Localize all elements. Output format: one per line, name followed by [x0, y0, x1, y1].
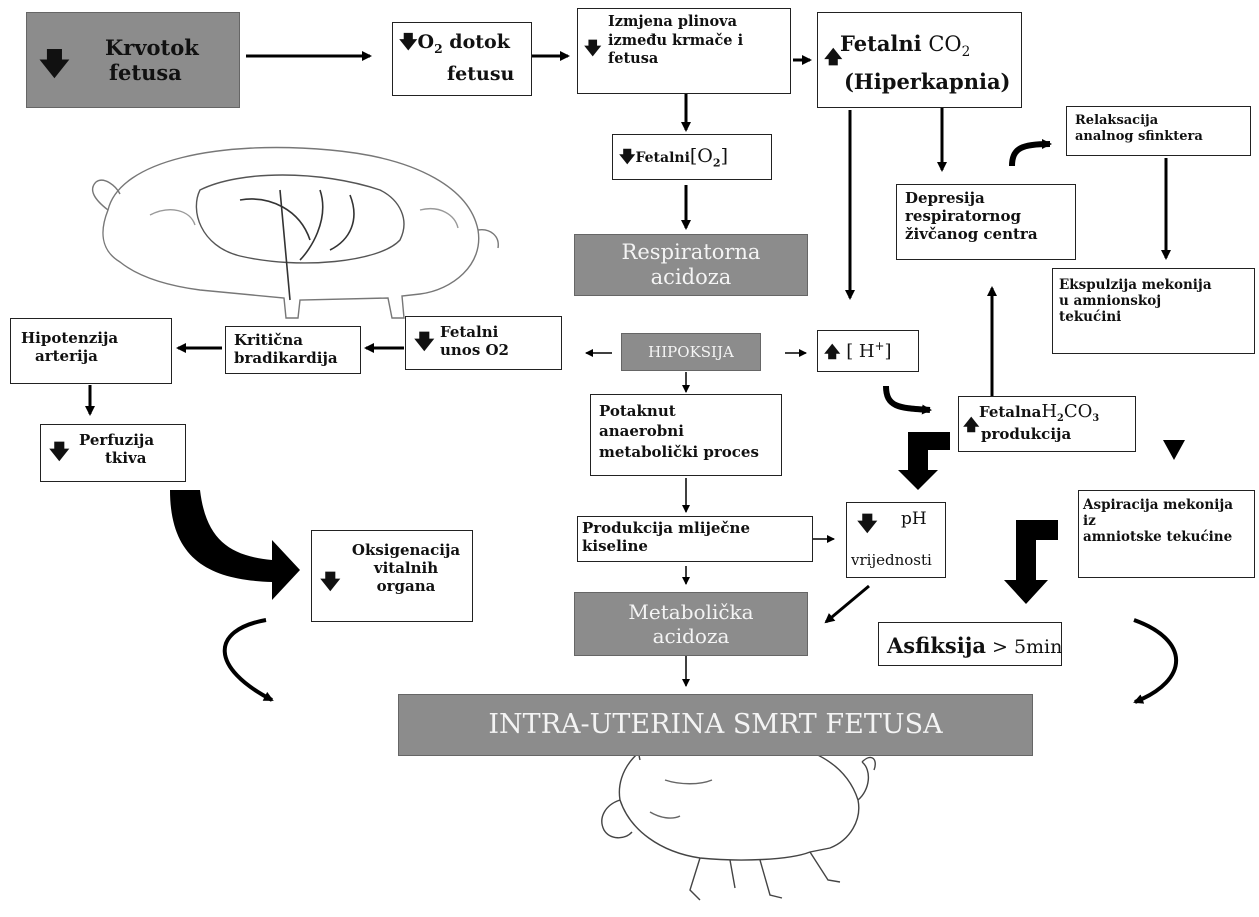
- node-hipotenzija: Hipotenzija arterija: [10, 318, 172, 384]
- down-arrow-icon: 🡇: [39, 47, 70, 82]
- node-intra-uterina-smrt: INTRA-UTERINA SMRT FETUSA: [398, 694, 1033, 756]
- node-label: (Hiperkapnia): [844, 69, 1011, 94]
- up-arrow-icon: 🡅: [824, 47, 843, 68]
- node-label: Krvotok: [105, 35, 199, 60]
- node-produkcija-mlijecne: Produkcija mliječne kiseline: [577, 516, 813, 562]
- down-arrow-icon: 🡇: [49, 439, 70, 463]
- node-krvotok-fetusa: 🡇 Krvotok fetusa: [26, 12, 240, 108]
- node-fetalni-co2: 🡅 Fetalni CO2 (Hiperkapnia): [817, 12, 1022, 108]
- down-arrow-icon: 🡇: [414, 329, 435, 353]
- node-metabolicka-acidoza: Metabolička acidoza: [574, 592, 808, 656]
- node-fetalni-o2: 🡇Fetalni[O2]: [612, 134, 772, 180]
- down-arrow-icon: 🡇: [584, 39, 602, 59]
- node-asfiksija: Asfiksija > 5min: [878, 622, 1062, 666]
- node-relaksacija: Relaksacija analnog sfinktera: [1066, 106, 1251, 156]
- node-depresija: Depresija respiratornog živčanog centra: [896, 184, 1076, 260]
- up-arrow-icon: 🡅: [963, 415, 980, 434]
- node-hipoksija: HIPOKSIJA: [621, 333, 761, 371]
- node-o2-dotok-fetusu: 🡇O2 dotok fetusu: [392, 22, 532, 96]
- node-perfuzija-tkiva: 🡇 Perfuzija tkiva: [40, 424, 186, 482]
- down-arrow-icon: 🡇: [619, 147, 636, 166]
- piglet-illustration: [601, 731, 876, 901]
- node-oksigenacija: 🡇 Oksigenacija vitalnih organa: [311, 530, 473, 622]
- sow-illustration: [91, 146, 499, 319]
- node-label: fetusa: [109, 60, 182, 86]
- node-respiratorna-acidoza: Respiratorna acidoza: [574, 234, 808, 296]
- up-arrow-icon: 🡅: [824, 342, 841, 361]
- down-arrow-icon: 🡇: [320, 569, 341, 593]
- node-label: fetusu: [447, 63, 515, 85]
- down-arrow-icon: 🡇: [399, 32, 418, 53]
- node-aspiracija: Aspiracija mekonija iz amniotske tekućin…: [1078, 490, 1255, 578]
- node-izmjena-plinova: 🡇 Izmjena plinova između krmače i fetusa: [577, 8, 791, 94]
- node-potaknut-anaerobni: Potaknut anaerobni metabolički proces: [590, 394, 782, 476]
- node-fetalna-h2co3: 🡅 FetalnaH2CO3 produkcija: [958, 396, 1136, 452]
- node-kriticna-bradikardija: Kritična bradikardija: [225, 326, 361, 374]
- node-fetalni-unos-o2: 🡇 Fetalni unos O2: [405, 316, 562, 370]
- node-ph-vrijednosti: 🡇 pH vrijednosti: [846, 502, 946, 578]
- node-h-plus: 🡅 [ H+]: [817, 330, 919, 372]
- node-ekspulzija: Ekspulzija mekonija u amnionskoj tekućin…: [1052, 268, 1255, 354]
- down-arrow-icon: 🡇: [857, 511, 878, 535]
